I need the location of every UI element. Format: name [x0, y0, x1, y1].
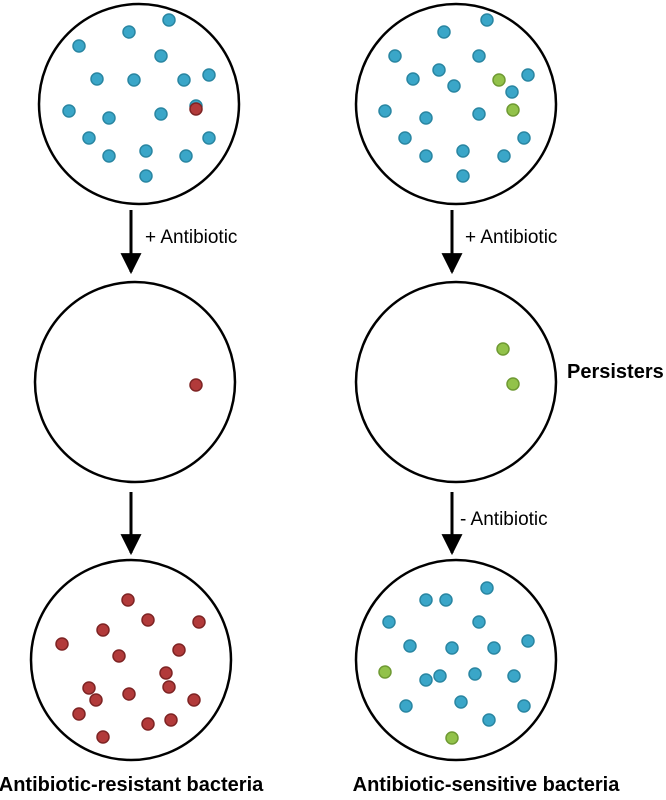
sensitive-cell	[439, 593, 453, 607]
sensitive-cell	[480, 13, 494, 27]
sensitive-cell	[72, 39, 86, 53]
resistant-cell	[189, 102, 203, 116]
resistant-cell	[162, 680, 176, 694]
sensitive-cell	[472, 49, 486, 63]
resistant-cell	[121, 593, 135, 607]
sensitive-cell	[419, 149, 433, 163]
sensitive-cell	[406, 72, 420, 86]
sensitive-cell	[454, 695, 468, 709]
sensitive-cell	[139, 169, 153, 183]
sensitive-cell	[102, 111, 116, 125]
persister-cell	[506, 103, 520, 117]
resistant-cell	[187, 693, 201, 707]
resistant-cell	[96, 730, 110, 744]
sensitive-cell	[122, 25, 136, 39]
sensitive-cell	[505, 85, 519, 99]
resistant-cell	[189, 378, 203, 392]
resistant-cell	[141, 717, 155, 731]
resistant-cell	[96, 623, 110, 637]
arrow-label-right-top: + Antibiotic	[465, 227, 557, 248]
sensitive-cell	[521, 634, 535, 648]
resistant-cell	[192, 615, 206, 629]
sensitive-cell	[179, 149, 193, 163]
sensitive-cell	[432, 63, 446, 77]
sensitive-cell	[419, 673, 433, 687]
sensitive-cell	[127, 73, 141, 87]
sensitive-cell	[202, 68, 216, 82]
petri-dish-left-initial	[37, 2, 241, 206]
resistant-cell	[82, 681, 96, 695]
sensitive-cell	[456, 169, 470, 183]
resistant-cell	[164, 713, 178, 727]
sensitive-cell	[482, 713, 496, 727]
persister-cell	[445, 731, 459, 745]
resistant-cell	[141, 613, 155, 627]
sensitive-cell	[398, 131, 412, 145]
sensitive-cell	[202, 131, 216, 145]
sensitive-cell	[403, 639, 417, 653]
sensitive-cell	[154, 107, 168, 121]
sensitive-cell	[378, 104, 392, 118]
sensitive-cell	[517, 699, 531, 713]
sensitive-cell	[382, 615, 396, 629]
sensitive-cell	[445, 641, 459, 655]
petri-dish-right-treated	[354, 280, 558, 484]
sensitive-cell	[139, 144, 153, 158]
sensitive-cell	[487, 641, 501, 655]
persister-cell	[378, 665, 392, 679]
sensitive-cell	[62, 104, 76, 118]
sensitive-cell	[90, 72, 104, 86]
sensitive-cell	[82, 131, 96, 145]
sensitive-cell	[177, 73, 191, 87]
sensitive-cell	[419, 593, 433, 607]
sensitive-cell	[472, 615, 486, 629]
sensitive-cell	[437, 25, 451, 39]
petri-dish-right-initial	[354, 2, 558, 206]
sensitive-cell	[507, 669, 521, 683]
caption-resistant: Antibiotic-resistant bacteria	[0, 774, 264, 796]
sensitive-cell	[419, 111, 433, 125]
resistant-cell	[55, 637, 69, 651]
persisters-label: Persisters	[567, 361, 664, 383]
persister-cell	[496, 342, 510, 356]
sensitive-cell	[456, 144, 470, 158]
petri-dish-left-treated	[33, 280, 237, 484]
resistant-cell	[159, 666, 173, 680]
persister-cell	[492, 73, 506, 87]
sensitive-cell	[468, 667, 482, 681]
sensitive-cell	[521, 68, 535, 82]
resistant-cell	[89, 693, 103, 707]
resistant-cell	[172, 643, 186, 657]
sensitive-cell	[388, 49, 402, 63]
colonies-layer	[29, 2, 558, 762]
sensitive-cell	[162, 13, 176, 27]
resistant-cell	[122, 687, 136, 701]
arrow-label-left-top: + Antibiotic	[145, 227, 237, 248]
resistant-cell	[72, 707, 86, 721]
persister-cell	[506, 377, 520, 391]
arrow-label-right-bottom: - Antibiotic	[460, 509, 548, 530]
caption-sensitive: Antibiotic-sensitive bacteria	[353, 774, 621, 796]
resistant-cell	[112, 649, 126, 663]
sensitive-cell	[472, 107, 486, 121]
sensitive-cell	[497, 149, 511, 163]
sensitive-cell	[447, 79, 461, 93]
sensitive-cell	[517, 131, 531, 145]
sensitive-cell	[399, 699, 413, 713]
sensitive-cell	[433, 669, 447, 683]
sensitive-cell	[102, 149, 116, 163]
sensitive-cell	[154, 49, 168, 63]
petri-dish-right-regrown	[354, 558, 558, 762]
sensitive-cell	[480, 581, 494, 595]
petri-dish-left-regrown	[29, 558, 233, 762]
